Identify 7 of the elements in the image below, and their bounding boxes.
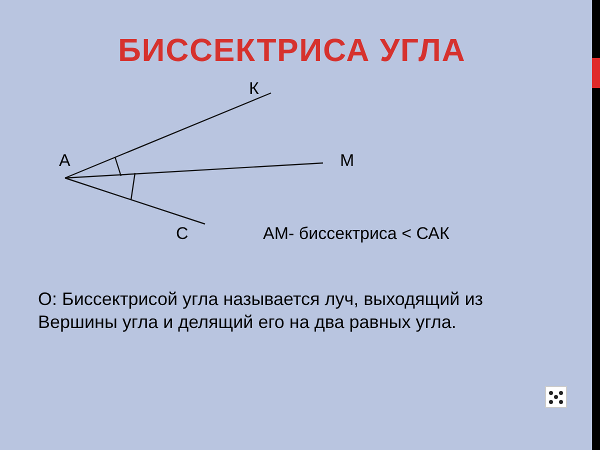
slide-title: БИССЕКТРИСА УГЛА [118,34,466,66]
point-label: А [59,150,70,172]
point-label: С [176,223,188,245]
point-label: М [340,150,354,172]
point-label: К [249,78,259,100]
note-text: АМ- биссектриса < САК [263,223,450,245]
definition-text: О: Биссектрисой угла называется луч, выходящий из Вершины угла и делящий его на два равных угла. [38,288,484,334]
